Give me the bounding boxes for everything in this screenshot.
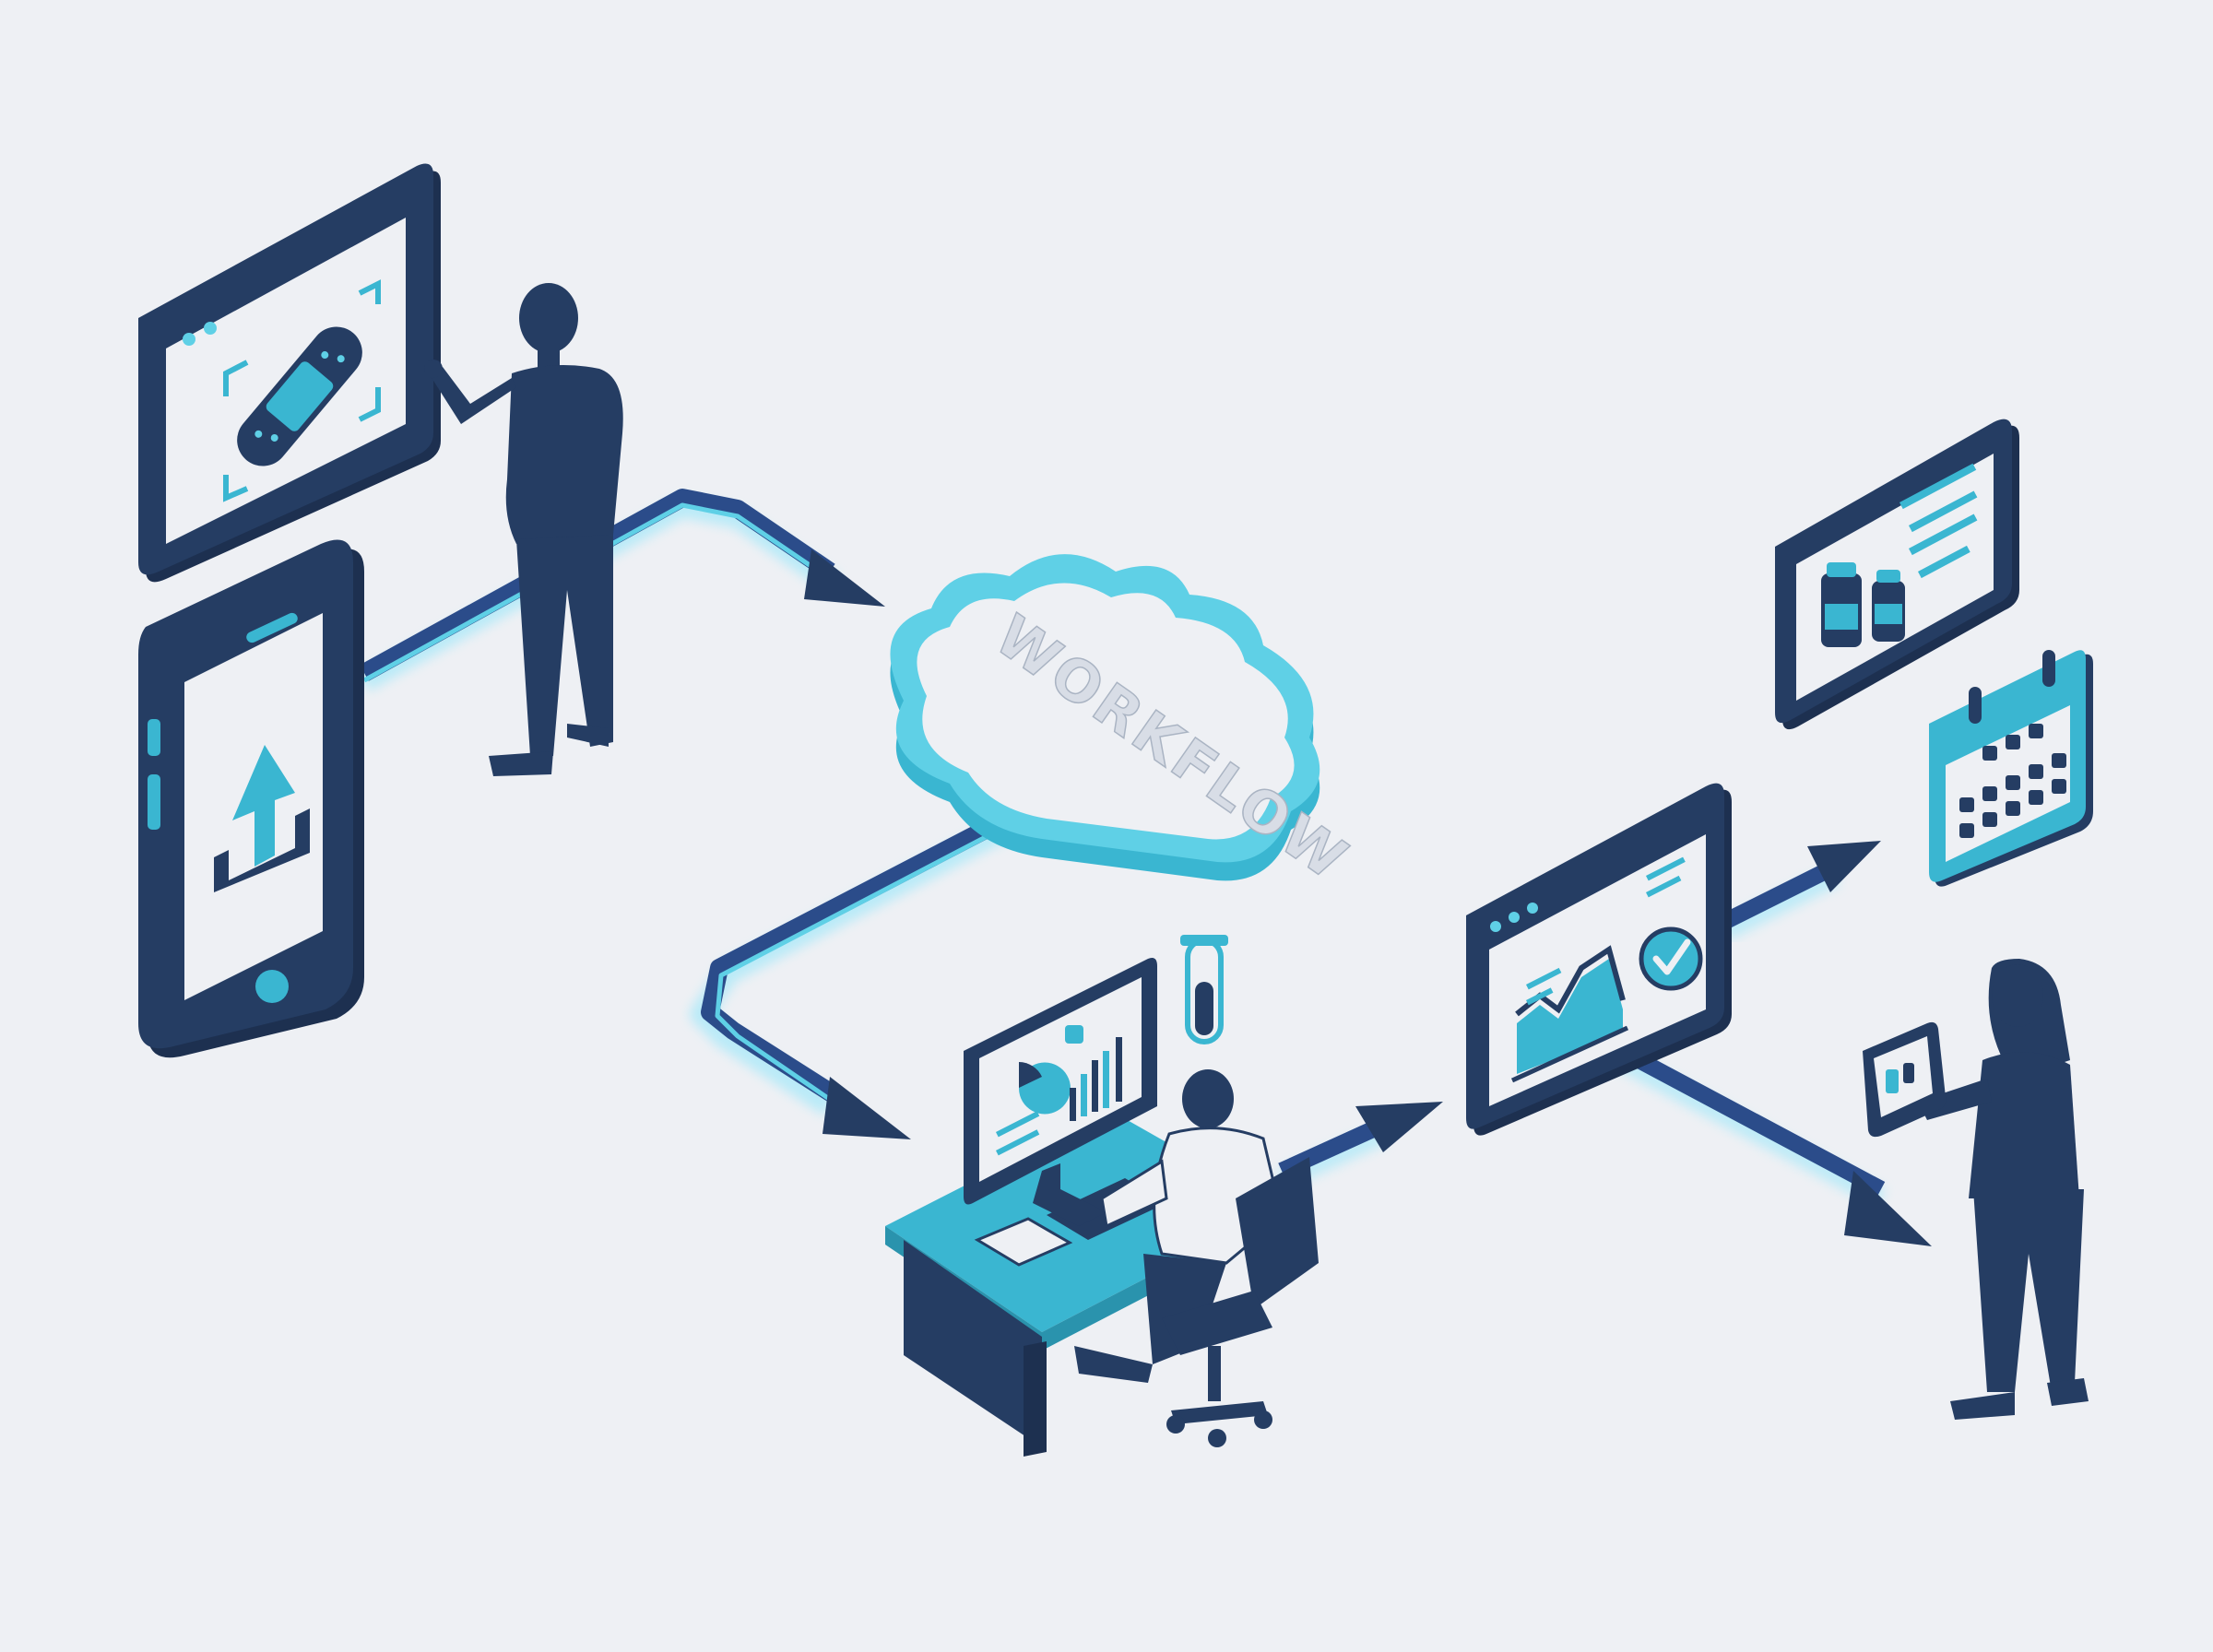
test-tube-icon xyxy=(1180,935,1228,1044)
analyst-person xyxy=(1074,1069,1284,1383)
window-dot-2 xyxy=(204,322,217,335)
clipboard-icon xyxy=(974,1217,1073,1267)
arrowhead-to-cloud xyxy=(804,549,885,607)
calendar-icon xyxy=(1929,650,2093,887)
upload-icon xyxy=(214,745,310,892)
medication-screen xyxy=(1775,419,2019,730)
tablet-icon xyxy=(1863,1021,1947,1138)
phone-side-button-1 xyxy=(148,719,160,756)
workflow-cloud: WORKFLOW xyxy=(890,554,1362,895)
approved-chart-icon xyxy=(1510,856,1703,1083)
wound-scan-screen xyxy=(138,163,441,583)
arrowhead-to-results xyxy=(1355,1102,1443,1152)
analyst-workstation xyxy=(885,958,1319,1457)
pill-bottles-icon xyxy=(1821,562,1905,647)
phone-side-button-2 xyxy=(148,774,160,830)
bandage-icon xyxy=(237,326,362,466)
connector-results-to-calendar xyxy=(1720,841,1881,940)
office-chair xyxy=(1162,1157,1319,1447)
scan-frame xyxy=(223,279,381,502)
results-screen xyxy=(1466,783,1732,1136)
text-lines xyxy=(1899,463,1978,579)
phone-home-button xyxy=(255,970,289,1003)
desk-drawer xyxy=(904,1240,1042,1447)
arrowhead-to-calendar xyxy=(1807,841,1881,892)
connector-results-to-patient xyxy=(1599,1034,1932,1246)
clinician-standing xyxy=(424,283,623,776)
dashboard-icon xyxy=(996,1025,1122,1156)
patient-with-tablet xyxy=(1863,959,2089,1420)
phone-speaker xyxy=(246,612,298,643)
arrowhead-to-workstation xyxy=(822,1077,911,1139)
window-dot-1 xyxy=(183,333,195,346)
connector-cloud-to-workstation xyxy=(690,792,1047,1139)
check-icon xyxy=(1639,926,1703,991)
arrowhead-to-patient xyxy=(1844,1171,1932,1246)
photo-upload-phone xyxy=(138,539,364,1058)
connector-phone-to-cloud xyxy=(359,489,885,691)
